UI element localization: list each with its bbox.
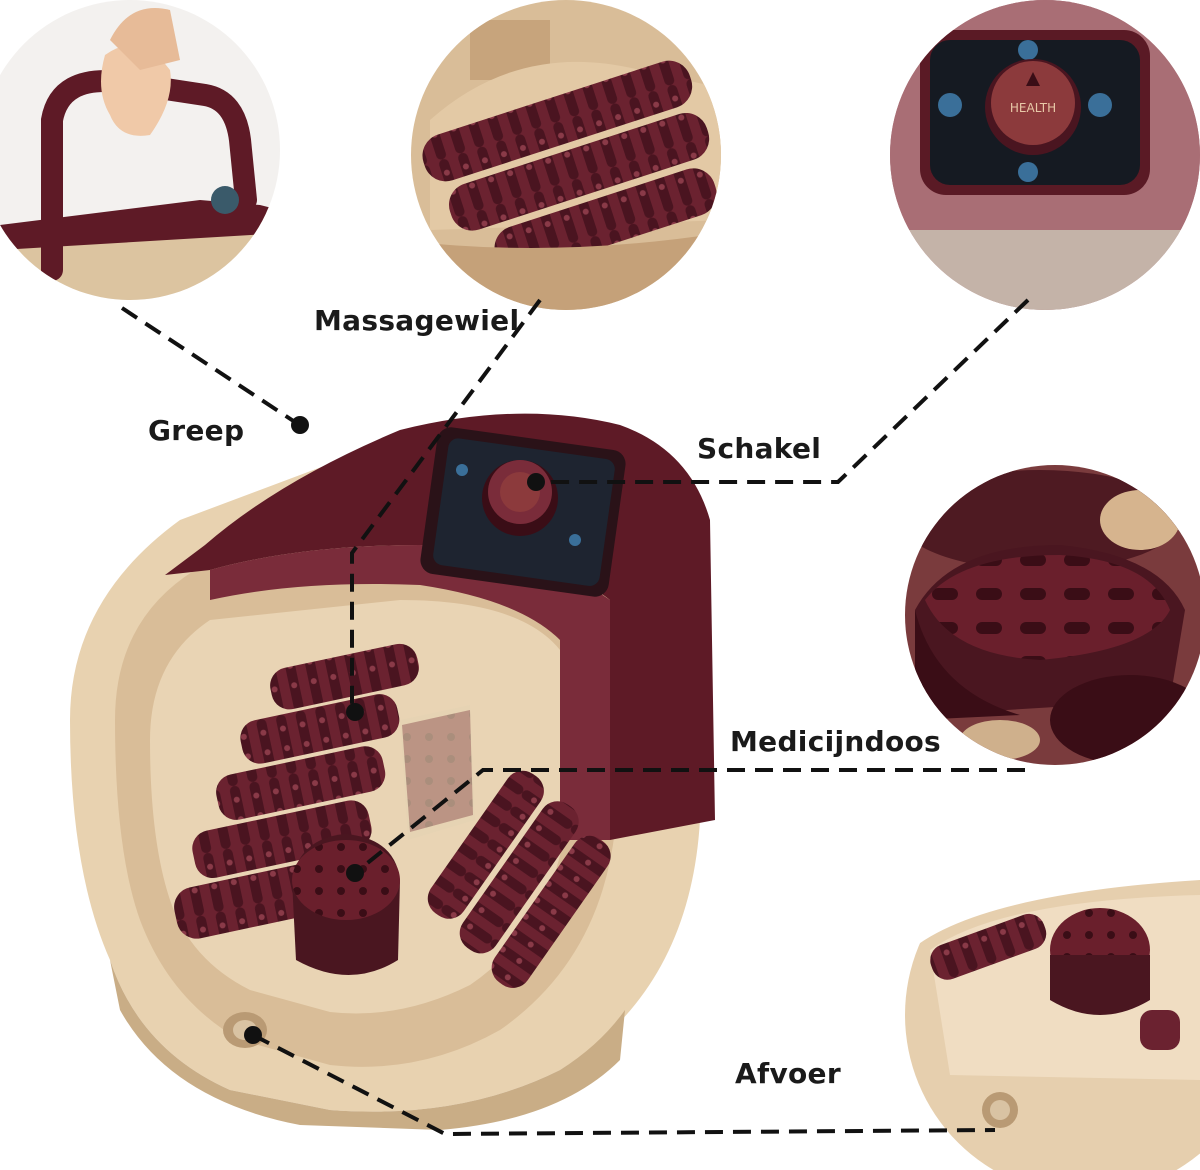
massage-rollers-inset (411, 0, 721, 310)
control-panel-inset: HEALTH (890, 0, 1200, 310)
label-medicine-box: Medicijndoos (730, 725, 942, 758)
label-switch: Schakel (697, 432, 822, 465)
drain-inset (905, 880, 1200, 1170)
label-massage-wheel: Massagewiel (314, 304, 520, 337)
panel-knob-text: HEALTH (1010, 101, 1056, 115)
leader-dots (244, 416, 545, 1044)
foot-spa-main (70, 413, 715, 1130)
medicine-box-inset (905, 465, 1200, 765)
label-drain: Afvoer (735, 1057, 841, 1090)
label-handle: Greep (148, 414, 245, 447)
leader-lines (120, 298, 1030, 1137)
handle-inset (0, 0, 280, 300)
